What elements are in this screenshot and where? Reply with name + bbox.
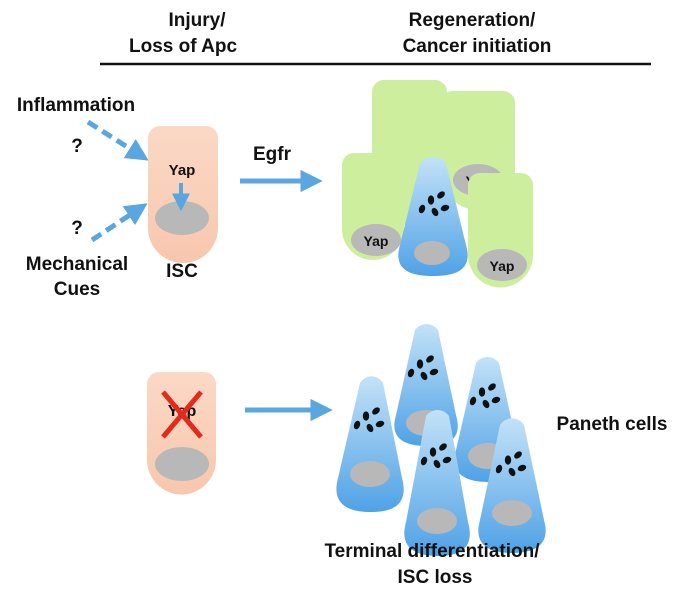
header-injury-line1: Injury/	[168, 10, 226, 31]
paneth-cell-regeneration	[398, 157, 468, 276]
mechanical-cues-line1: Mechanical	[26, 254, 128, 275]
mechanical-cues-line2: Cues	[54, 279, 100, 300]
stem-cell-yap-label: Yap	[169, 162, 196, 179]
knockout-cell-nucleus	[155, 447, 209, 481]
mechanical-dashed-arrow	[90, 203, 148, 243]
terminal-differentiation-line2: ISC loss	[398, 567, 473, 588]
header-regeneration-line2: Cancer initiation	[403, 36, 552, 57]
inflammation-dashed-arrow	[86, 119, 149, 161]
inflammation-label: Inflammation	[17, 95, 135, 116]
paneth-cell-5-nucleus	[492, 500, 532, 526]
cross-icon-stroke-2	[161, 390, 203, 439]
question-mark-top: ?	[71, 136, 83, 157]
paneth-cell-4-nucleus	[417, 508, 457, 534]
enterocyte-front-right-nucleus	[477, 249, 527, 281]
paneth-cell-1	[336, 376, 404, 512]
enterocyte-front-left-nucleus	[351, 224, 401, 256]
paneth-cluster	[336, 324, 546, 556]
egfr-label: Egfr	[253, 144, 292, 165]
paneth-cell-1-nucleus	[350, 461, 390, 487]
isc-label: ISC	[166, 261, 198, 282]
paneth-cells-label: Paneth cells	[557, 414, 668, 435]
header-regeneration-line1: Regeneration/	[409, 10, 536, 31]
paneth-cell-regeneration-nucleus	[414, 241, 450, 265]
header-injury-line2: Loss of Apc	[129, 36, 237, 57]
terminal-differentiation-line1: Terminal differentiation/	[324, 541, 540, 562]
enterocyte-front-right-yap-label: Yap	[490, 258, 515, 274]
stem-cell-nucleus	[155, 201, 209, 235]
question-mark-bottom: ?	[71, 218, 83, 239]
enterocyte-front-left-yap-label: Yap	[364, 233, 389, 249]
regeneration-cluster: Yap Yap Yap	[342, 80, 533, 288]
